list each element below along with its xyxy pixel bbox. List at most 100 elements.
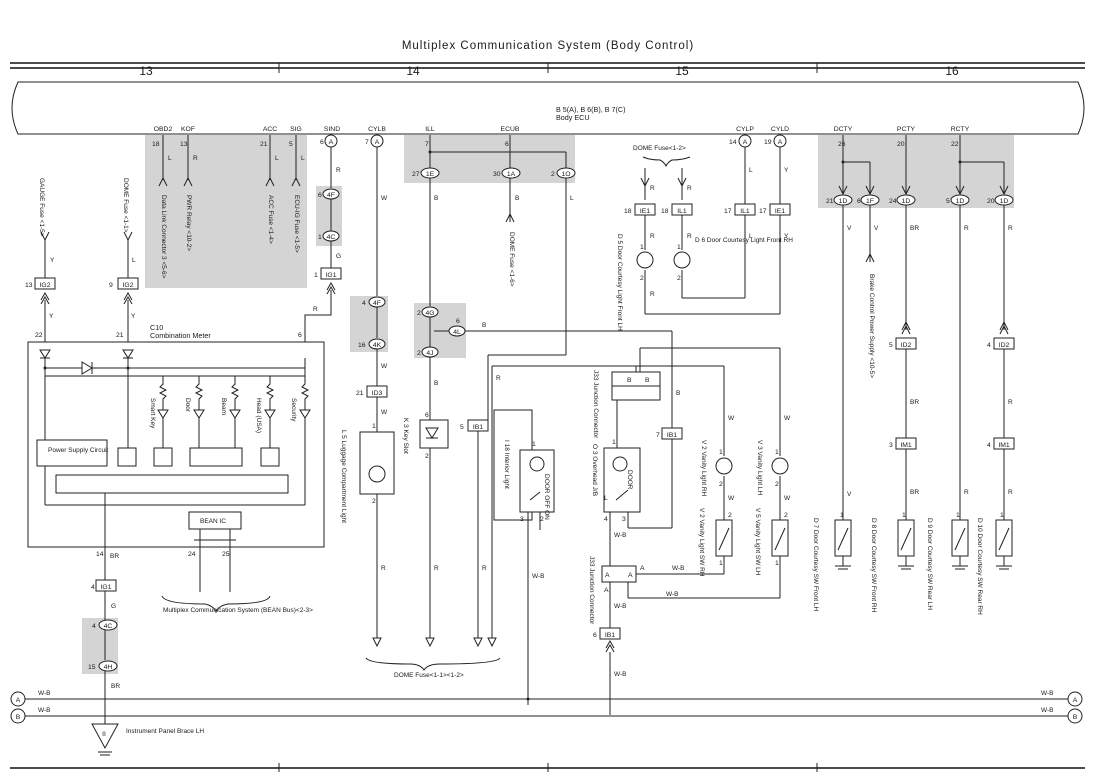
svg-text:18: 18 bbox=[661, 208, 669, 215]
power-supply-circuit bbox=[36, 439, 108, 467]
svg-text:6: 6 bbox=[425, 412, 429, 419]
svg-text:2: 2 bbox=[417, 350, 421, 357]
bus-b-right bbox=[1067, 708, 1083, 724]
j33-top-label: J33 Junction Connector bbox=[592, 370, 599, 439]
svg-text:L: L bbox=[749, 233, 753, 240]
svg-text:R: R bbox=[1008, 225, 1013, 232]
svg-text:SIG: SIG bbox=[290, 126, 302, 133]
svg-text:IM1: IM1 bbox=[900, 442, 912, 449]
svg-text:R: R bbox=[1008, 399, 1013, 406]
svg-text:L: L bbox=[275, 155, 279, 162]
svg-text:W: W bbox=[381, 409, 388, 416]
svg-text:ID2: ID2 bbox=[999, 342, 1010, 349]
ecu-name: Body ECU bbox=[556, 113, 590, 122]
svg-text:IE1: IE1 bbox=[775, 208, 785, 215]
svg-text:1D: 1D bbox=[956, 198, 965, 205]
svg-text:4L: 4L bbox=[453, 329, 461, 336]
svg-text:22: 22 bbox=[951, 141, 959, 148]
svg-text:B: B bbox=[645, 377, 650, 384]
svg-text:ACC: ACC bbox=[263, 126, 277, 133]
svg-text:L: L bbox=[168, 155, 172, 162]
svg-text:A: A bbox=[778, 139, 783, 146]
svg-text:2: 2 bbox=[775, 481, 779, 488]
svg-text:W: W bbox=[381, 363, 388, 370]
svg-text:4F: 4F bbox=[373, 300, 381, 307]
svg-text:R: R bbox=[650, 185, 655, 192]
svg-text:A: A bbox=[375, 139, 380, 146]
svg-text:IE1: IE1 bbox=[640, 208, 650, 215]
d10-label: D 10 Door Courtesy SW Rear RH bbox=[976, 518, 983, 615]
svg-text:1E: 1E bbox=[426, 171, 435, 178]
connector-ig1-bottom bbox=[95, 579, 117, 592]
k3-label: K 3 Key Slot bbox=[402, 418, 409, 454]
svg-text:4J: 4J bbox=[426, 350, 433, 357]
svg-text:B: B bbox=[16, 714, 21, 721]
svg-text:1: 1 bbox=[612, 439, 616, 446]
svg-text:6: 6 bbox=[298, 332, 302, 339]
svg-text:6: 6 bbox=[505, 141, 509, 148]
svg-text:15: 15 bbox=[88, 664, 96, 671]
svg-text:4: 4 bbox=[987, 342, 991, 349]
bean-bus-label: Multiplex Communication System (BEAN Bus… bbox=[163, 607, 313, 614]
svg-text:IG1: IG1 bbox=[101, 584, 112, 591]
svg-text:R: R bbox=[1008, 489, 1013, 496]
svg-text:A: A bbox=[16, 697, 21, 704]
svg-text:13: 13 bbox=[180, 141, 188, 148]
svg-text:16: 16 bbox=[358, 342, 366, 349]
body-ecu-outline bbox=[11, 81, 1085, 135]
brake-supply-label: Brake Control Power Supply <10-5> bbox=[868, 274, 875, 378]
svg-text:1: 1 bbox=[314, 272, 318, 279]
connector-ib1-bottom bbox=[599, 627, 621, 640]
svg-text:2: 2 bbox=[677, 275, 681, 282]
svg-text:IL1: IL1 bbox=[677, 208, 687, 215]
column-15: 15 bbox=[675, 64, 689, 78]
svg-text:W-B: W-B bbox=[38, 707, 51, 714]
d8-label: D 8 Door Courtesy SW Front RH bbox=[870, 518, 877, 613]
connector-ig2-left bbox=[34, 277, 56, 290]
svg-text:Y: Y bbox=[49, 313, 54, 320]
ground-label: Instrument Panel Brace LH bbox=[126, 728, 204, 735]
svg-text:Y: Y bbox=[784, 167, 789, 174]
d5-label: D 5 Door Courtesy Light Front LH bbox=[616, 234, 623, 331]
svg-text:20: 20 bbox=[897, 141, 905, 148]
head-usa-label: Head (USA) bbox=[255, 398, 262, 433]
door-sw-label: DOOR bbox=[626, 470, 633, 490]
svg-text:W: W bbox=[784, 495, 791, 502]
svg-text:ILL: ILL bbox=[425, 126, 435, 133]
svg-text:IG2: IG2 bbox=[123, 282, 134, 289]
svg-text:IG2: IG2 bbox=[40, 282, 51, 289]
svg-text:II: II bbox=[102, 731, 106, 738]
v2-light bbox=[715, 457, 733, 475]
v5-sw-label: V 5 Vanity Light SW LH bbox=[754, 508, 761, 576]
beam-label: Beam bbox=[220, 398, 227, 415]
svg-text:25: 25 bbox=[222, 551, 230, 558]
d6-lamp bbox=[673, 251, 691, 269]
svg-text:1: 1 bbox=[840, 512, 844, 519]
svg-text:18: 18 bbox=[624, 208, 632, 215]
ecu-terminals: OBD2 KOF ACC SIG SIND CYLB ILL ECUB CYLP… bbox=[154, 126, 970, 133]
svg-text:A: A bbox=[628, 572, 633, 579]
svg-text:3: 3 bbox=[889, 442, 893, 449]
bus-a-left bbox=[10, 691, 26, 707]
svg-text:2: 2 bbox=[728, 512, 732, 519]
smart-key-label: Smart Key bbox=[149, 398, 156, 429]
svg-text:IB1: IB1 bbox=[667, 432, 677, 439]
svg-text:1: 1 bbox=[775, 449, 779, 456]
v3-light bbox=[771, 457, 789, 475]
dome-fuse-top-label: DOME Fuse<1-2> bbox=[633, 145, 686, 152]
door-courtesy-switches: 1 1 1 1 bbox=[834, 512, 1013, 557]
svg-text:21: 21 bbox=[116, 332, 124, 339]
svg-text:BEAN IC: BEAN IC bbox=[200, 518, 226, 525]
svg-text:B: B bbox=[1073, 714, 1078, 721]
svg-text:CYLD: CYLD bbox=[771, 126, 789, 133]
svg-text:IB1: IB1 bbox=[605, 632, 615, 639]
svg-text:19: 19 bbox=[764, 139, 772, 146]
svg-text:1: 1 bbox=[677, 244, 681, 251]
svg-text:BR: BR bbox=[910, 225, 919, 232]
svg-text:R: R bbox=[650, 233, 655, 240]
column-13: 13 bbox=[139, 64, 153, 78]
svg-text:IM1: IM1 bbox=[998, 442, 1010, 449]
svg-text:4: 4 bbox=[92, 623, 96, 630]
svg-text:RCTY: RCTY bbox=[951, 126, 970, 133]
svg-text:1: 1 bbox=[318, 234, 322, 241]
